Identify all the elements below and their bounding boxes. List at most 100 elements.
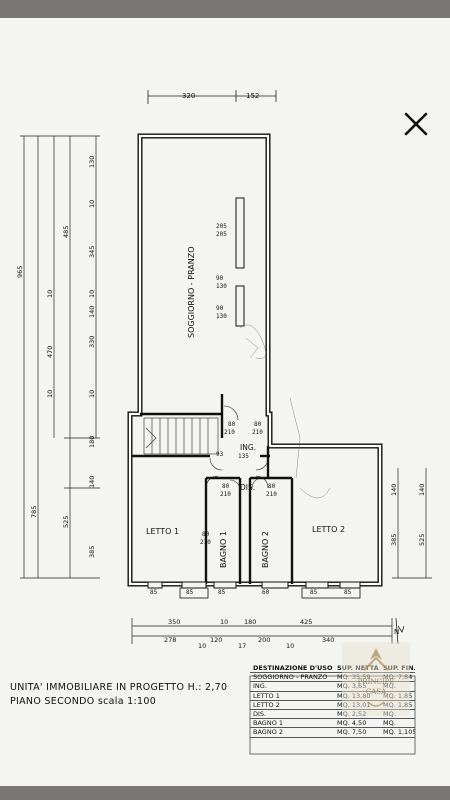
svg-text:130: 130: [88, 156, 96, 168]
close-button[interactable]: [398, 106, 434, 142]
room-letto1-label: LETTO 1: [146, 527, 179, 536]
svg-text:10: 10: [46, 290, 54, 298]
svg-text:85: 85: [310, 589, 318, 596]
svg-text:10: 10: [88, 390, 96, 398]
table-cell: MQ. 2,52: [337, 710, 383, 718]
table-cell: SOGGIORNO - PRANZO: [253, 673, 328, 682]
table-cell: MQ. 1,85: [383, 692, 415, 700]
svg-text:85: 85: [344, 589, 352, 596]
svg-text:10: 10: [286, 642, 294, 650]
room-bagno2-label: BAGNO 2: [261, 531, 270, 568]
svg-text:PRINCIPE: PRINCIPE: [358, 678, 395, 686]
svg-text:80: 80: [268, 483, 276, 490]
table-cell: MQ. 1,105: [383, 728, 415, 737]
table-cell: LETTO 2: [253, 700, 280, 709]
svg-text:385: 385: [390, 534, 398, 546]
ing-label: ING.: [240, 443, 256, 452]
close-icon: [404, 112, 428, 136]
table-cell: MQ. 7,50: [337, 728, 367, 737]
svg-text:130: 130: [216, 313, 227, 320]
north-label: N: [394, 628, 399, 636]
floor-plan-drawing: 320 152 965 785 10 470 10 485 525 130 10…: [16, 90, 432, 755]
svg-text:80: 80: [228, 421, 236, 428]
room-bagno1-label: BAGNO 1: [219, 531, 228, 568]
svg-text:320: 320: [182, 92, 195, 100]
table-cell: DIS.: [253, 710, 267, 719]
svg-text:17: 17: [238, 642, 246, 650]
caption-line-2: PIANO SECONDO scala 1:100: [10, 696, 157, 707]
svg-text:200: 200: [258, 636, 270, 644]
svg-text:120: 120: [210, 636, 222, 644]
surface-table: DESTINAZIONE D'USO SUP. NETTA SUP. FIN. …: [250, 664, 415, 738]
table-cell: MQ.: [383, 719, 396, 728]
table-row: LETTO 1 MQ. 13,80 MQ. 1,85: [250, 692, 415, 701]
table-header-row: DESTINAZIONE D'USO SUP. NETTA SUP. FIN.: [250, 664, 415, 674]
svg-text:210: 210: [220, 491, 231, 498]
svg-text:80: 80: [254, 421, 262, 428]
table-cell: MQ. 1,85: [383, 701, 415, 709]
table-row: ING. MQ. 3,65 MQ.: [250, 682, 415, 692]
svg-text:85: 85: [150, 589, 158, 596]
svg-text:350: 350: [168, 618, 180, 626]
svg-text:210: 210: [200, 539, 211, 546]
svg-text:965: 965: [16, 266, 24, 278]
svg-text:10: 10: [220, 618, 228, 626]
table-cell: LETTO 1: [253, 691, 280, 700]
svg-text:205: 205: [216, 223, 227, 230]
table-cell: MQ. 35,59: [337, 673, 383, 681]
svg-text:180: 180: [244, 618, 256, 626]
room-letto2-label: LETTO 2: [312, 525, 345, 534]
svg-text:345: 345: [88, 246, 96, 258]
svg-text:210: 210: [266, 491, 277, 498]
svg-text:10: 10: [88, 200, 96, 208]
svg-text:425: 425: [300, 618, 312, 626]
svg-text:130: 130: [216, 283, 227, 290]
svg-text:85: 85: [186, 589, 194, 596]
table-cell: MQ.: [383, 682, 415, 690]
table-cell: MQ. 13,01: [337, 701, 383, 709]
svg-text:140: 140: [88, 306, 96, 318]
svg-text:80: 80: [222, 483, 230, 490]
svg-text:140: 140: [390, 484, 398, 496]
table-cell: BAGNO 2: [253, 728, 284, 737]
svg-text:140: 140: [88, 476, 96, 488]
svg-text:CASA: CASA: [366, 688, 387, 696]
svg-text:330: 330: [88, 336, 96, 348]
svg-text:90: 90: [216, 305, 224, 312]
table-header-cell: DESTINAZIONE D'USO: [253, 664, 333, 672]
svg-text:10: 10: [88, 290, 96, 298]
svg-text:278: 278: [164, 636, 176, 644]
svg-text:140: 140: [418, 484, 426, 496]
table-cell: BAGNO 1: [253, 719, 284, 728]
svg-text:210: 210: [252, 429, 263, 436]
svg-text:205: 205: [216, 231, 227, 238]
table-row: BAGNO 1 MQ. 4,50 MQ.: [250, 719, 415, 729]
north-arrow-icon: [395, 617, 405, 645]
room-soggiorno-label: SOGGIORNO - PRANZO: [187, 246, 196, 338]
svg-text:785: 785: [30, 506, 38, 518]
svg-text:385: 385: [88, 546, 96, 558]
watermark-logo: PRINCIPE CASA: [338, 636, 414, 720]
table-row: BAGNO 2 MQ. 7,50 MQ. 1,105: [250, 728, 415, 738]
svg-text:470: 470: [46, 346, 54, 358]
svg-text:60: 60: [262, 589, 270, 596]
svg-text:340: 340: [322, 636, 334, 644]
svg-text:525: 525: [418, 534, 426, 546]
svg-text:210: 210: [224, 429, 235, 436]
svg-text:135: 135: [238, 453, 249, 460]
floor-plan-sheet: 320 152 965 785 10 470 10 485 525 130 10…: [0, 18, 450, 786]
svg-text:485: 485: [62, 226, 70, 238]
table-cell: MQ. 13,80: [337, 692, 383, 700]
svg-text:180: 180: [88, 436, 96, 448]
table-row: LETTO 2 MQ. 13,01 MQ. 1,85: [250, 700, 415, 711]
table-header-cell: SUP. NETTA: [337, 664, 383, 672]
svg-text:152: 152: [246, 92, 259, 100]
table-row: DIS. MQ. 2,52 MQ.: [250, 710, 415, 720]
svg-text:525: 525: [62, 516, 70, 528]
svg-text:10: 10: [46, 390, 54, 398]
table-cell: ING.: [253, 682, 267, 691]
table-cell: MQ. 7,84: [383, 673, 415, 681]
table-header-cell: SUP. FIN.: [383, 664, 415, 672]
svg-text:90: 90: [216, 275, 224, 282]
svg-text:10: 10: [198, 642, 206, 650]
